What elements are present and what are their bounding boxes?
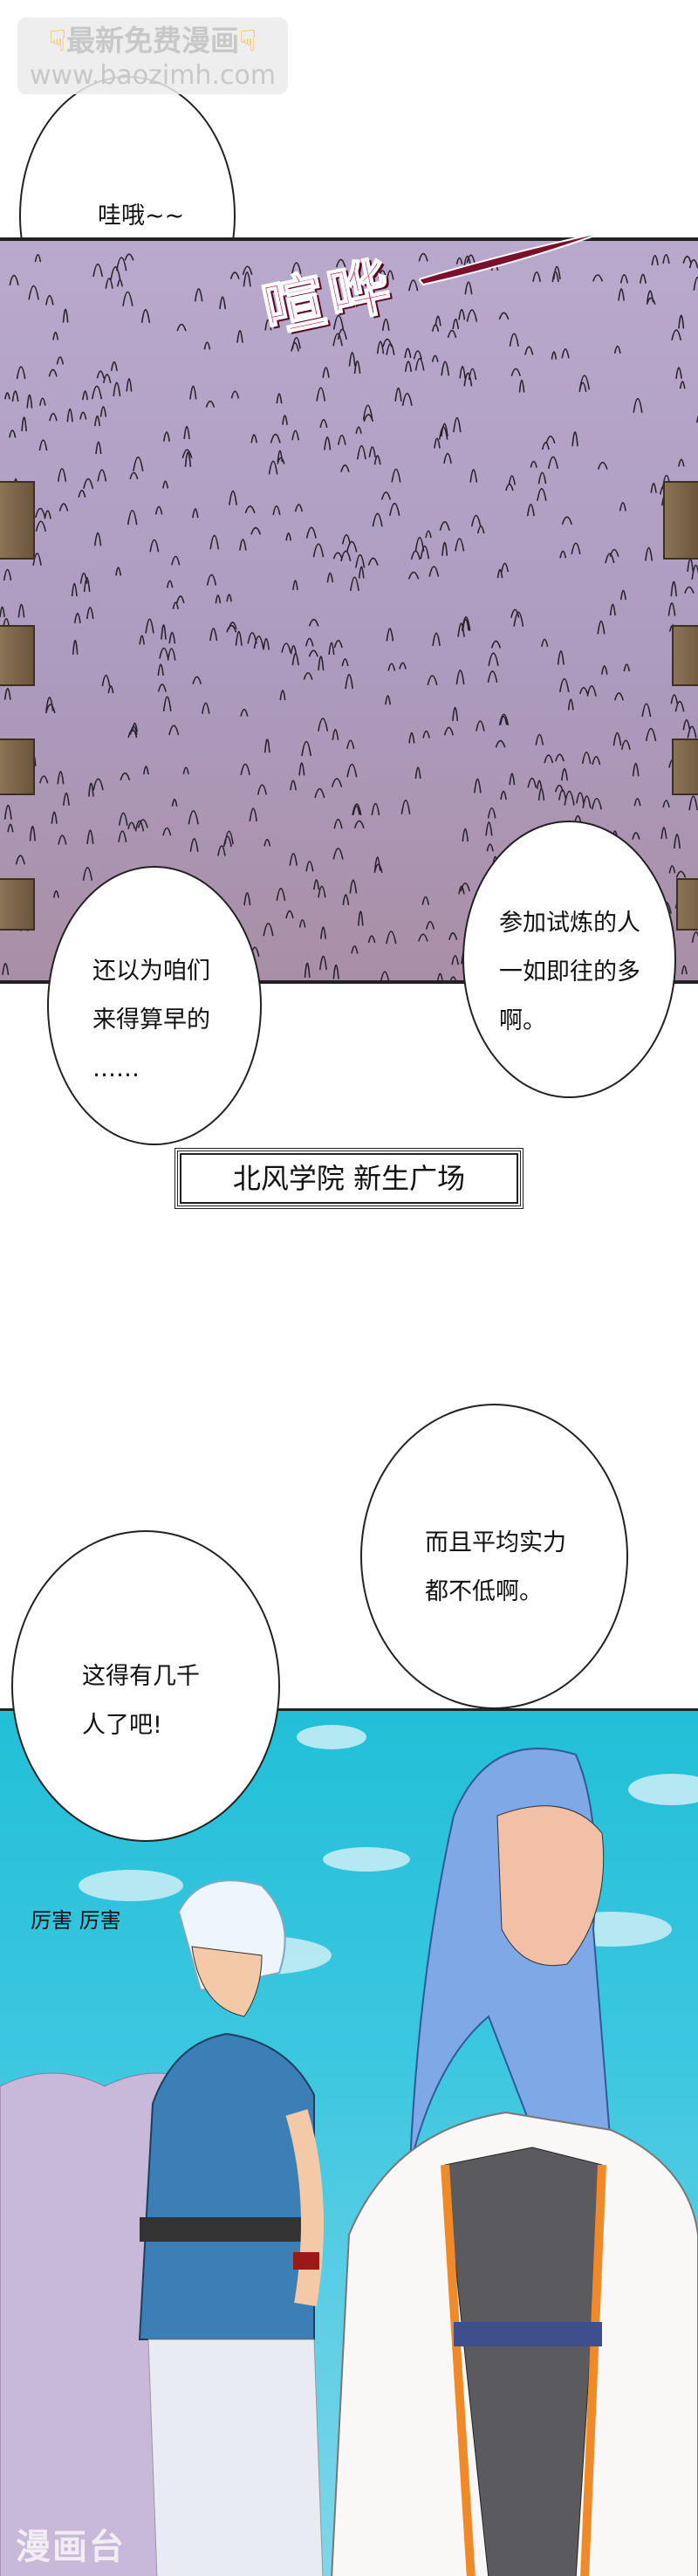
watermark-line1: 最新免费漫画 bbox=[66, 24, 239, 58]
site-watermark: ☟最新免费漫画☟ www.baozimh.com bbox=[17, 17, 288, 94]
watermark-url: www.baozimh.com bbox=[29, 60, 277, 91]
speech-bubble bbox=[360, 1404, 628, 1709]
blue-haired-man bbox=[331, 1748, 698, 2576]
wooden-post bbox=[672, 625, 698, 686]
bubble-line: 都不低啊。 bbox=[425, 1578, 543, 1605]
bubble-line: 来得算早的 bbox=[92, 1006, 210, 1034]
bubble-text: 哇哦~~ bbox=[98, 203, 185, 230]
speech-bubble bbox=[11, 1530, 280, 1842]
bubble-line: 人了吧! bbox=[82, 1712, 162, 1739]
bubble-line: 啊。 bbox=[499, 1007, 546, 1034]
white-haired-boy bbox=[138, 1879, 324, 2576]
sfx-speed-stroke bbox=[419, 230, 607, 286]
wooden-post bbox=[0, 738, 35, 795]
pointing-down-hand-icon: ☟ bbox=[48, 24, 66, 58]
wooden-post bbox=[663, 481, 698, 560]
speech-bubble bbox=[47, 866, 262, 1145]
pointing-down-hand-icon: ☟ bbox=[239, 24, 257, 58]
wooden-post bbox=[676, 878, 698, 931]
bubble-line: 还以为咱们 bbox=[92, 958, 210, 985]
wooden-post bbox=[0, 481, 35, 560]
wooden-post bbox=[0, 625, 35, 686]
sky-panel bbox=[0, 1708, 698, 2576]
bubble-line: 这得有几千 bbox=[82, 1663, 200, 1690]
scene-illustration bbox=[0, 1725, 698, 2576]
bubble-line: 一如即往的多 bbox=[499, 958, 640, 986]
footer-watermark: 漫画台 bbox=[16, 2527, 126, 2567]
speech-bubble bbox=[462, 821, 676, 1098]
bubble-line: …… bbox=[92, 1055, 140, 1082]
bubble-line: 而且平均实力 bbox=[425, 1529, 566, 1556]
wooden-post bbox=[672, 738, 698, 795]
aside-text: 厉害 厉害 bbox=[31, 1908, 121, 1933]
crowd-panel bbox=[0, 237, 698, 987]
location-caption: 北风学院 新生广场 bbox=[174, 1148, 524, 1209]
bubble-line: 参加试炼的人 bbox=[499, 910, 640, 937]
wooden-post bbox=[0, 878, 35, 931]
